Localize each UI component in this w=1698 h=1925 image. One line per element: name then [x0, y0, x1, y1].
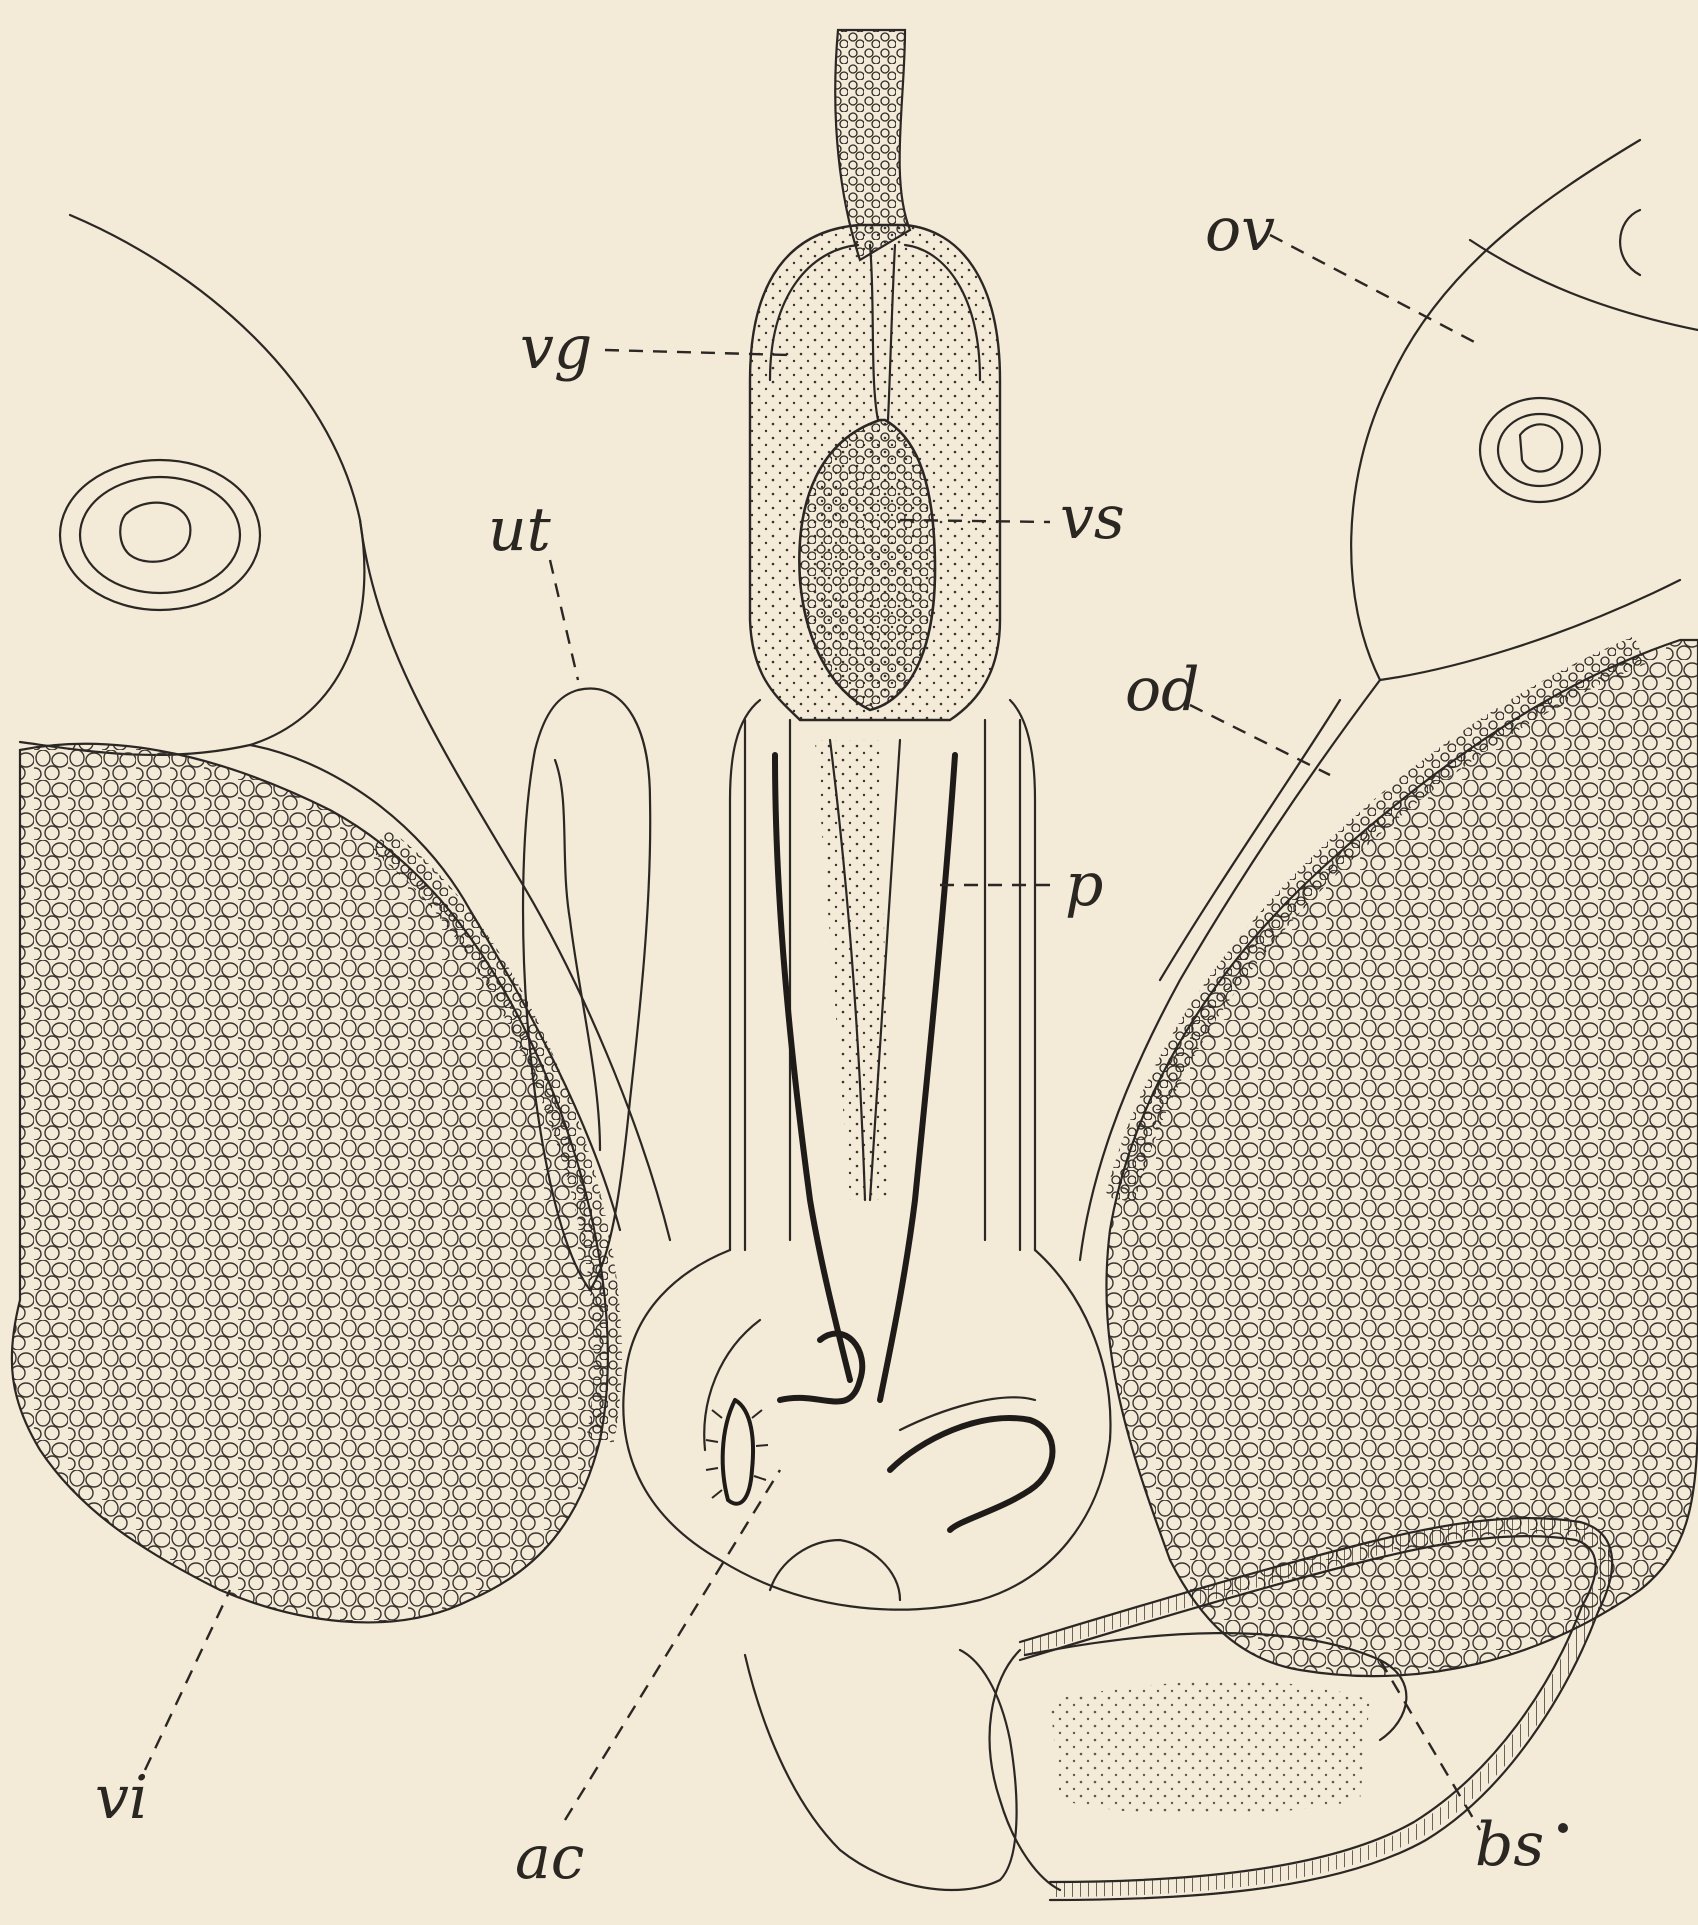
label-bs: bs: [1475, 1815, 1544, 1875]
label-vg: vg: [520, 318, 592, 378]
label-ov: ov: [1205, 200, 1275, 260]
genital-atrium: [623, 1250, 1110, 1610]
label-ut: ut: [488, 500, 551, 560]
right-vitelline-mass: [1106, 640, 1698, 1676]
leader-od: [1190, 705, 1330, 775]
leader-vi: [145, 1590, 230, 1770]
penis-sheath: [730, 700, 1035, 1400]
label-p: p: [1065, 855, 1103, 915]
label-od: od: [1125, 660, 1200, 720]
label-vs: vs: [1060, 488, 1125, 548]
ink-spot: [1558, 1823, 1568, 1833]
label-ac: ac: [515, 1828, 584, 1888]
label-vi: vi: [95, 1768, 148, 1828]
leader-ac: [565, 1470, 780, 1820]
leader-ut: [550, 560, 578, 680]
